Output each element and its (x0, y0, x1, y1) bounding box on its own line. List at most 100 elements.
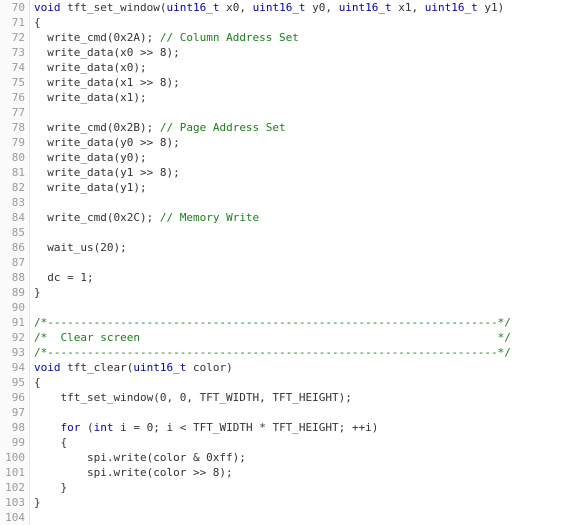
code-text: write_data(x1 >> 8); (30, 75, 179, 90)
code-line[interactable]: 79 write_data(y0 >> 8); (0, 135, 584, 150)
code-token: tft_set_window( (60, 1, 167, 14)
code-text: } (30, 495, 41, 510)
code-token: /* Clear screen */ (34, 331, 511, 344)
code-line[interactable]: 82 write_data(y1); (0, 180, 584, 195)
code-line[interactable]: 92/* Clear screen */ (0, 330, 584, 345)
line-number: 101 (0, 465, 30, 480)
code-token: { (34, 436, 68, 449)
code-token: // Page Address Set (159, 121, 286, 134)
code-line[interactable]: 74 write_data(x0); (0, 60, 584, 75)
code-line[interactable]: 95 { (0, 375, 584, 390)
code-text: wait_us(20); (30, 240, 127, 255)
code-line[interactable]: 77 (0, 105, 584, 120)
code-line[interactable]: 73 write_data(x0 >> 8); (0, 45, 584, 60)
line-number: 75 (0, 75, 30, 90)
code-text (30, 255, 34, 270)
code-token: uint16_t (252, 1, 306, 14)
line-number: 70 (0, 0, 30, 15)
code-line[interactable]: 98 for (int i = 0; i < TFT_WIDTH * TFT_H… (0, 420, 584, 435)
code-token: write_data(x0); (34, 61, 147, 74)
code-line[interactable]: 86 wait_us(20); (0, 240, 584, 255)
code-line[interactable]: 85 (0, 225, 584, 240)
code-line[interactable]: 97 (0, 405, 584, 420)
code-line[interactable]: 100 spi.write(color & 0xff); (0, 450, 584, 465)
code-token: color) (186, 361, 233, 374)
code-token: { (34, 376, 41, 389)
code-line[interactable]: 103} (0, 495, 584, 510)
code-text: } (30, 285, 41, 300)
code-text (30, 510, 34, 525)
line-number: 81 (0, 165, 30, 180)
code-token: spi.write(color & 0xff); (34, 451, 246, 464)
code-token: spi.write(color >> 8); (34, 466, 233, 479)
code-token: wait_us(20); (34, 241, 127, 254)
code-token: // Column Address Set (159, 31, 299, 44)
code-line[interactable]: 88 dc = 1; (0, 270, 584, 285)
code-line[interactable]: 93/*------------------------------------… (0, 345, 584, 360)
line-number: 79 (0, 135, 30, 150)
line-number: 76 (0, 90, 30, 105)
code-token: write_cmd(0x2B); (34, 121, 160, 134)
code-token: write_data(y0 >> 8); (34, 136, 180, 149)
code-text: write_cmd(0x2C); // Memory Write (30, 210, 259, 225)
code-line[interactable]: 71 { (0, 15, 584, 30)
code-line[interactable]: 84 write_cmd(0x2C); // Memory Write (0, 210, 584, 225)
code-text: write_data(x1); (30, 90, 147, 105)
code-token: tft_clear( (60, 361, 134, 374)
code-line[interactable]: 91/*------------------------------------… (0, 315, 584, 330)
line-number: 88 (0, 270, 30, 285)
line-number: 74 (0, 60, 30, 75)
code-token: { (34, 16, 41, 29)
line-number: 95 (0, 375, 30, 390)
code-line[interactable]: 90 (0, 300, 584, 315)
code-text: void tft_clear(uint16_t color) (30, 360, 233, 375)
code-token: i = 0; i < TFT_WIDTH * TFT_HEIGHT; ++i) (113, 421, 379, 434)
code-line[interactable]: 76 write_data(x1); (0, 90, 584, 105)
line-number: 102 (0, 480, 30, 495)
code-text: write_data(x0); (30, 60, 147, 75)
code-text: { (30, 375, 41, 390)
line-number: 71 (0, 15, 30, 30)
line-number: 80 (0, 150, 30, 165)
code-text: } (30, 480, 67, 495)
code-text: write_data(y1); (30, 180, 146, 195)
code-line[interactable]: 87 (0, 255, 584, 270)
code-line[interactable]: 102 } (0, 480, 584, 495)
code-text: spi.write(color & 0xff); (30, 450, 246, 465)
code-text: /*--------------------------------------… (30, 315, 511, 330)
code-text (30, 405, 34, 420)
code-line[interactable]: 96 tft_set_window(0, 0, TFT_WIDTH, TFT_H… (0, 390, 584, 405)
code-token: y0, (305, 1, 339, 14)
code-token: write_data(x1); (34, 91, 147, 104)
line-number: 73 (0, 45, 30, 60)
code-text: write_data(y0 >> 8); (30, 135, 180, 150)
code-line[interactable]: 104 (0, 510, 584, 525)
code-text: write_data(y1 >> 8); (30, 165, 180, 180)
line-number: 104 (0, 510, 30, 525)
code-token: /*--------------------------------------… (34, 316, 511, 329)
code-line[interactable]: 99 { (0, 435, 584, 450)
code-line[interactable]: 89} (0, 285, 584, 300)
code-text (30, 300, 34, 315)
code-token: uint16_t (424, 1, 478, 14)
line-number: 93 (0, 345, 30, 360)
code-line[interactable]: 72 write_cmd(0x2A); // Column Address Se… (0, 30, 584, 45)
code-text: for (int i = 0; i < TFT_WIDTH * TFT_HEIG… (30, 420, 379, 435)
code-text: { (30, 435, 67, 450)
line-number: 94 (0, 360, 30, 375)
line-number: 89 (0, 285, 30, 300)
code-line[interactable]: 83 (0, 195, 584, 210)
code-line[interactable]: 78 write_cmd(0x2B); // Page Address Set (0, 120, 584, 135)
line-number: 78 (0, 120, 30, 135)
code-line[interactable]: 101 spi.write(color >> 8); (0, 465, 584, 480)
code-line[interactable]: 80 write_data(y0); (0, 150, 584, 165)
code-token: write_data(y1 >> 8); (34, 166, 180, 179)
code-line[interactable]: 81 write_data(y1 >> 8); (0, 165, 584, 180)
code-text: write_data(y0); (30, 150, 146, 165)
code-token: void (34, 361, 61, 374)
code-line[interactable]: 75 write_data(x1 >> 8); (0, 75, 584, 90)
line-number: 77 (0, 105, 30, 120)
